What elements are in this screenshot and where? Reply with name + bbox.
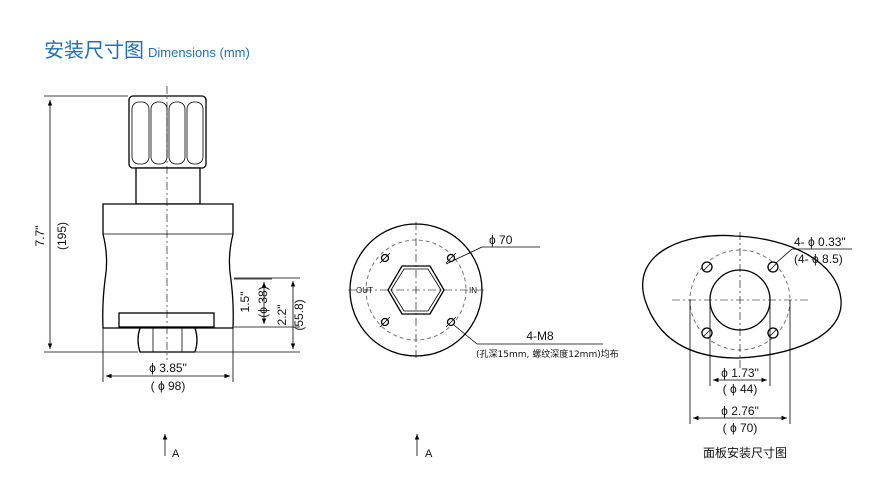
side-view: 7.7" (195) 1.5" (ϕ 38) 2.2" (55.8) ϕ 3.8… xyxy=(33,86,306,460)
height-mm-label: (195) xyxy=(55,222,69,250)
view-a-label-2: A xyxy=(425,448,433,460)
port-in-label: IN xyxy=(469,286,477,295)
cutout-inch-label: ϕ 1.73" xyxy=(721,366,759,380)
diameter-inch-label: ϕ 3.85" xyxy=(149,361,187,375)
title-english: Dimensions (mm) xyxy=(148,45,250,60)
panel-bolt-circle-inch-label: ϕ 2.76" xyxy=(721,404,759,418)
regulator-body xyxy=(102,203,234,329)
panel-holes xyxy=(701,261,779,339)
panel-caption: 面板安装尺寸图 xyxy=(703,445,787,460)
diameter-mm-label: ( ϕ 98) xyxy=(151,379,186,393)
view-a-label: A xyxy=(172,448,180,460)
bolt-circle-label: ϕ 70 xyxy=(489,233,513,247)
adjustment-knob xyxy=(128,95,207,169)
bolt-circle-leader xyxy=(445,246,483,265)
thread-label: 4-M8 xyxy=(526,329,554,343)
bolt-holes xyxy=(379,252,457,328)
hex-nut xyxy=(137,327,198,353)
cutout-mm-label: ( ϕ 44) xyxy=(723,382,758,396)
bonnet-stem xyxy=(135,167,201,205)
bottom-view: OUT IN ϕ 70 4-M8 (孔深15mm, 螺纹深度12mm)均布 A xyxy=(348,222,619,460)
panel-holes-inch-label: 4- ϕ 0.33" xyxy=(794,235,846,249)
port-height-mm-label: (ϕ 38) xyxy=(256,286,270,317)
panel-view: 4- ϕ 0.33" (4- ϕ 8.5) ϕ 1.73" ( ϕ 44) ϕ … xyxy=(642,232,852,460)
panel-holes-leader xyxy=(775,248,793,264)
panel-bolt-circle-mm-label: ( ϕ 70) xyxy=(723,421,758,435)
port-height-inch-label: 1.5" xyxy=(238,292,252,313)
thread-note: (孔深15mm, 螺纹深度12mm)均布 xyxy=(476,348,619,360)
port-out-label: OUT xyxy=(356,286,373,295)
height-inch-label: 7.7" xyxy=(33,226,47,247)
panel-holes-mm-label: (4- ϕ 8.5) xyxy=(794,252,843,266)
base-height-inch-label: 2.2" xyxy=(275,305,289,326)
title-chinese: 安装尺寸图 xyxy=(44,38,144,62)
base-height-mm-label: (55.8) xyxy=(292,299,306,330)
page-title: 安装尺寸图 Dimensions (mm) xyxy=(44,34,250,63)
bottom-plate xyxy=(118,312,215,328)
thread-leader xyxy=(453,324,478,345)
